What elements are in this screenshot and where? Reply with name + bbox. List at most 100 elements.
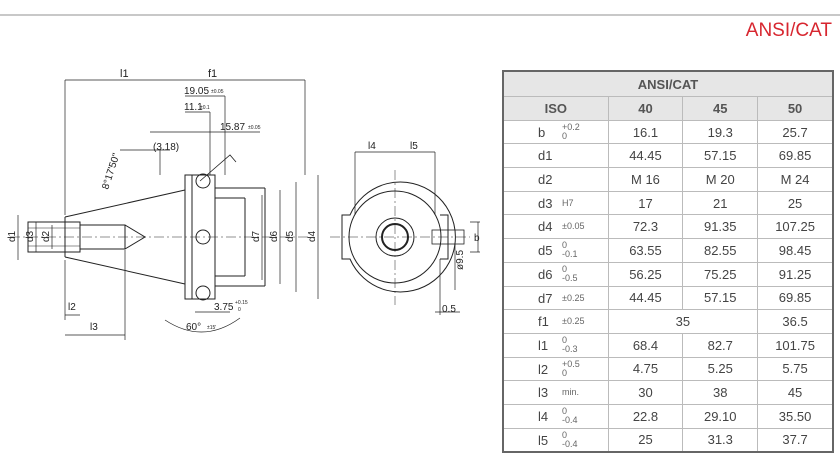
value-cell: 91.25	[757, 261, 834, 287]
dim-d3: d3	[25, 230, 36, 242]
dim-l1: l1	[120, 68, 129, 80]
dimension-symbol: b	[538, 124, 546, 140]
value-cell: 101.75	[757, 332, 834, 358]
dimension-symbol: d6	[538, 266, 553, 282]
dimension-symbol: d5	[538, 243, 553, 259]
header-iso: ISO	[502, 96, 609, 121]
value-cell: 44.45	[607, 143, 684, 169]
value-cell: 63.55	[607, 238, 684, 263]
value-cell: 25	[607, 427, 684, 453]
value-cell: 72.3	[607, 214, 684, 240]
value-cell: 19.3	[682, 119, 759, 145]
end-view: l4 l5 ø9.5 b 0.5	[330, 141, 480, 315]
side-view: l1 f1 19.05 ±0.05 11.1 ±0.1 15.87 ±0.05 …	[7, 68, 319, 340]
value-cell: 69.85	[757, 285, 834, 311]
value-cell: 4.75	[607, 356, 684, 382]
dim-d2: d2	[41, 230, 52, 242]
dim-l4: l4	[368, 141, 376, 152]
value-cell: 82.55	[682, 238, 759, 263]
dim-f1: f1	[208, 68, 217, 80]
tolerance: 0-0.4	[562, 429, 578, 449]
value-cell: 107.25	[757, 214, 834, 240]
value-cell: M 16	[607, 167, 684, 192]
tolerance: H7	[562, 197, 574, 208]
tolerance: 0-0.3	[562, 334, 578, 354]
tolerance: min.	[562, 387, 580, 398]
header-50: 50	[757, 96, 834, 121]
dimension-symbol: d4	[538, 219, 553, 235]
value-cell: 25.7	[757, 119, 834, 145]
taper-angle: 8°17'50"	[100, 152, 122, 191]
dim-d7: d7	[251, 230, 262, 242]
value-cell: 98.45	[757, 238, 834, 263]
dim-l5: l5	[410, 141, 418, 152]
tolerance: 0-0.5	[562, 263, 578, 283]
value-cell: 36.5	[757, 309, 834, 334]
row-symbol-cell: d6 0-0.5	[502, 261, 609, 287]
value-cell: 82.7	[682, 332, 759, 358]
value-cell: 30	[607, 380, 684, 405]
dim-0-5: 0.5	[442, 304, 456, 315]
tol-11-1: ±0.1	[200, 105, 210, 111]
value-cell: 31.3	[682, 427, 759, 453]
value-cell: M 20	[682, 167, 759, 192]
tol-60: ±15'	[207, 325, 216, 331]
value-cell: 35	[607, 309, 759, 334]
dimension-symbol: d3	[538, 195, 553, 211]
tolerance: 0-0.4	[562, 405, 578, 425]
tolerance: ±0.25	[562, 292, 585, 303]
header-40: 40	[607, 96, 684, 121]
value-cell: 69.85	[757, 143, 834, 169]
row-symbol-cell: d3 H7	[502, 190, 609, 216]
row-symbol-cell: d7 ±0.25	[502, 285, 609, 311]
value-cell: 91.35	[682, 214, 759, 240]
tol-15-87: ±0.05	[248, 125, 261, 131]
end-outline	[341, 181, 456, 293]
row-symbol-cell: d2	[502, 167, 609, 192]
tol-3-75-up: +0.15	[235, 300, 248, 306]
dim-d5: d5	[285, 230, 296, 242]
dimension-symbol: d1	[538, 148, 553, 164]
value-cell: 38	[682, 380, 759, 405]
dim-l2: l2	[68, 302, 76, 313]
value-cell: 35.50	[757, 403, 834, 429]
top-divider	[0, 14, 840, 16]
tol-19-05: ±0.05	[211, 89, 224, 95]
value-cell: M 24	[757, 167, 834, 192]
dim-l3: l3	[90, 322, 98, 333]
row-symbol-cell: f1±0.25	[502, 309, 609, 334]
value-cell: 21	[682, 190, 759, 216]
tolerance: ±0.05	[562, 221, 585, 232]
tolerance: 0-0.1	[562, 240, 578, 260]
value-cell: 29.10	[682, 403, 759, 429]
dim-3-75: 3.75	[214, 302, 234, 313]
value-cell: 5.25	[682, 356, 759, 382]
value-cell: 75.25	[682, 261, 759, 287]
value-cell: 68.4	[607, 332, 684, 358]
dim-d6: d6	[269, 230, 280, 242]
dimension-symbol: f1	[538, 314, 549, 330]
value-cell: 17	[607, 190, 684, 216]
dimension-symbol: d7	[538, 290, 553, 306]
value-cell: 44.45	[607, 285, 684, 311]
value-cell: 57.15	[682, 285, 759, 311]
brand-title: ANSI/CAT	[745, 20, 832, 41]
angle-60: 60°	[186, 322, 201, 333]
value-cell: 25	[757, 190, 834, 216]
